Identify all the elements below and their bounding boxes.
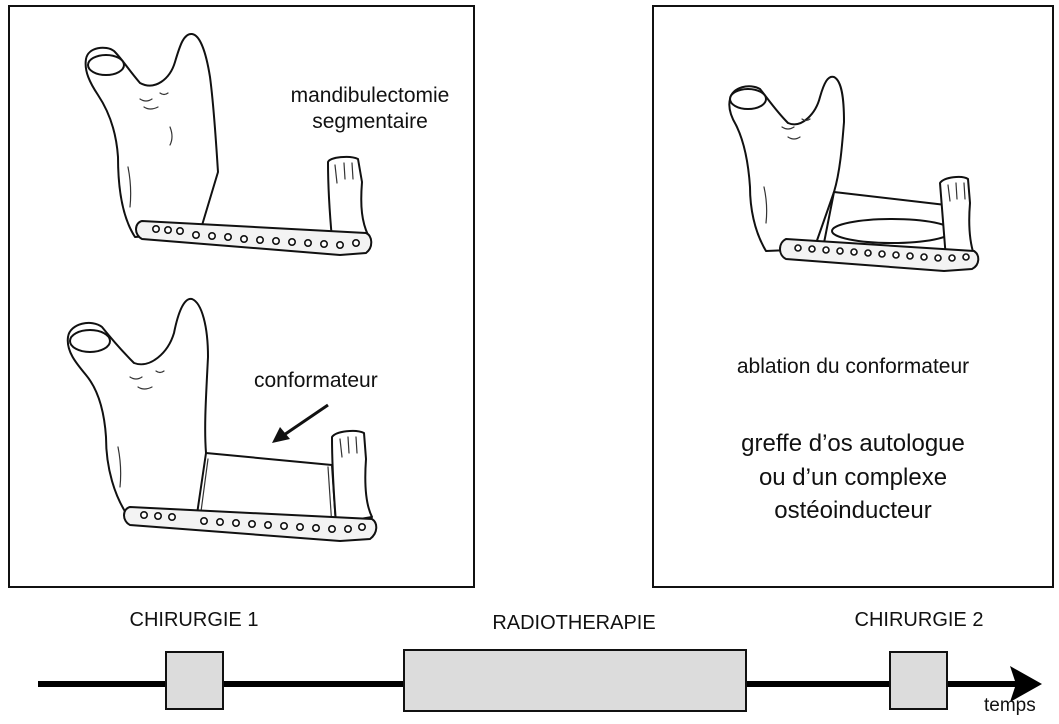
time-axis-label: temps xyxy=(984,694,1036,718)
phase-box-surgery-2 xyxy=(890,652,947,709)
graft-label: greffe d’os autologue ou d’un complexe o… xyxy=(654,427,1052,528)
conformer-label: conformateur xyxy=(254,368,378,394)
right-panel: ablation du conformateur greffe d’os aut… xyxy=(652,5,1054,588)
phase-label-surgery-2: CHIRURGIE 2 xyxy=(855,609,984,632)
mandible-resected-illustration xyxy=(86,34,372,255)
mandible-reconstructed-illustration xyxy=(729,77,978,271)
graft-label-line2: ou d’un complexe xyxy=(654,461,1052,495)
mandibulectomy-label-line1: mandibulectomie xyxy=(275,83,465,109)
mandible-with-conformer-illustration xyxy=(68,299,377,541)
left-panel: mandibulectomie segmentaire conformateur xyxy=(8,5,475,588)
phase-label-surgery-1: CHIRURGIE 1 xyxy=(130,609,259,632)
phase-box-radiotherapy xyxy=(404,650,746,711)
graft-label-line1: greffe d’os autologue xyxy=(654,427,1052,461)
conformer-arrow xyxy=(272,405,328,443)
phase-box-surgery-1 xyxy=(166,652,223,709)
mandibulectomy-label: mandibulectomie segmentaire xyxy=(275,83,465,136)
phase-label-radiotherapy: RADIOTHERAPIE xyxy=(492,612,655,635)
conformer-removal-label: ablation du conformateur xyxy=(654,354,1052,380)
mandibulectomy-label-line2: segmentaire xyxy=(275,109,465,135)
graft-label-line3: ostéoinducteur xyxy=(654,494,1052,528)
